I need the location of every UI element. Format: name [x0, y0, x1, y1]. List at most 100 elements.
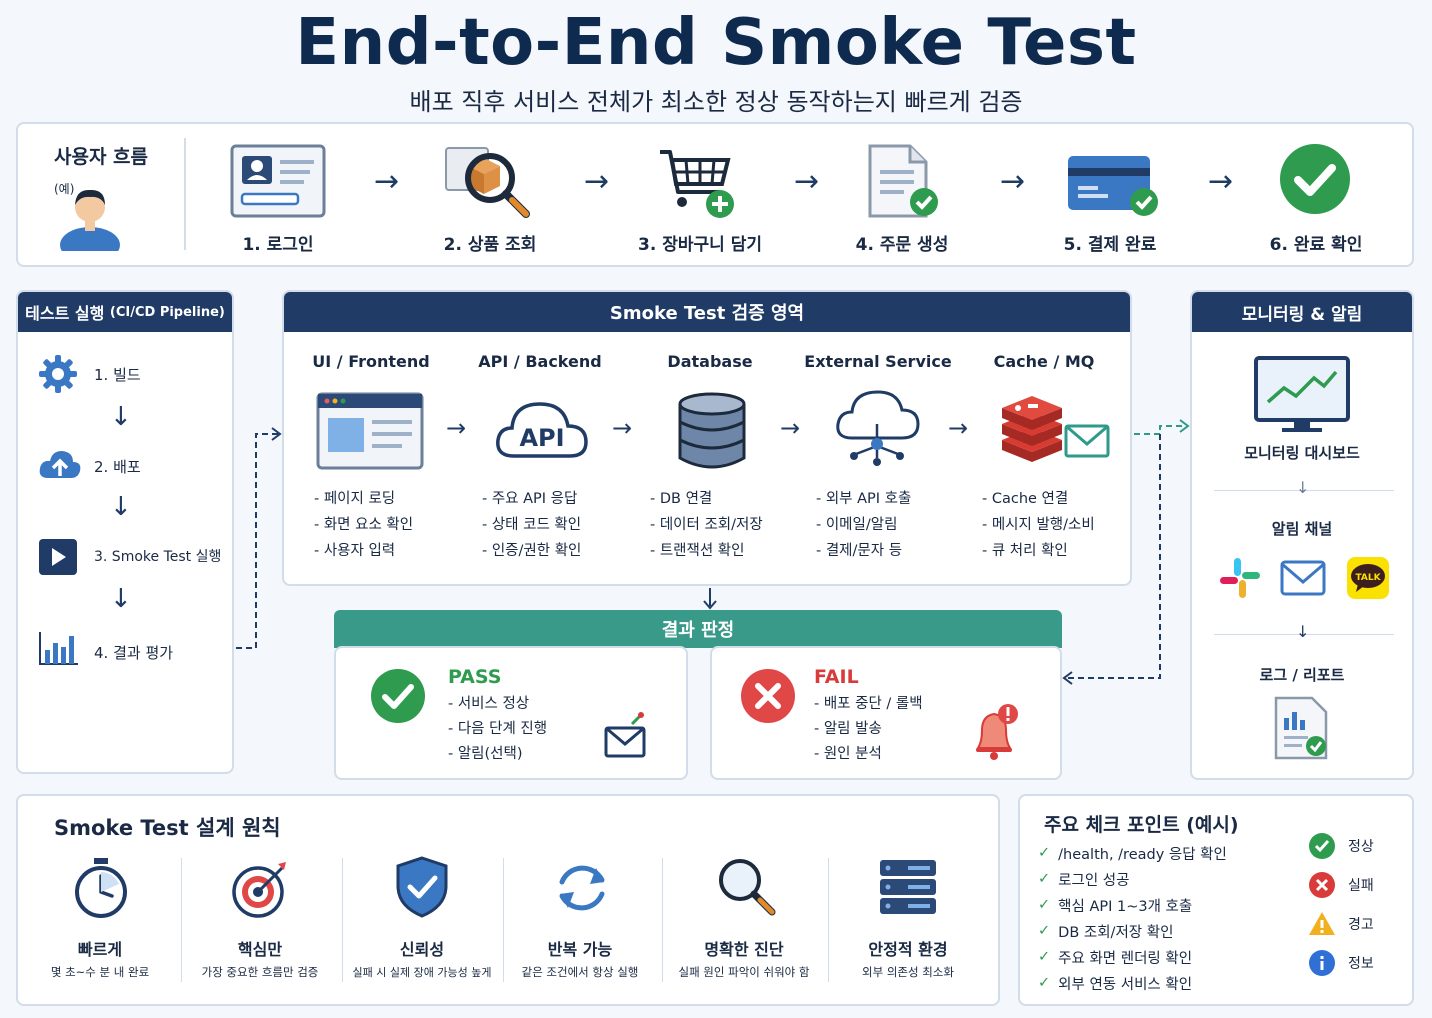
down-arrow: ↓ [110, 492, 132, 522]
user-flow-example: (예) [54, 182, 75, 196]
report-document-icon [1272, 696, 1332, 762]
pipeline-title-suffix: (CI/CD Pipeline) [109, 304, 225, 320]
api-cloud-icon: API [494, 396, 590, 462]
principle-title: 명확한 진단 [704, 940, 784, 959]
payment-card-icon [1066, 154, 1162, 220]
slack-icon [1218, 556, 1262, 600]
down-arrow: ↓ [1296, 478, 1310, 497]
kakaotalk-text: TALK [1355, 573, 1381, 583]
result-title: 결과 판정 [661, 620, 735, 641]
principle-desc: 실패 시 실제 장애 가능성 높게 [352, 966, 492, 979]
flow-arrow: → [1000, 164, 1026, 199]
checkpoints-panel: 주요 체크 포인트 (예시) ✓/health, /ready 응답 확인 ✓로… [1018, 794, 1414, 1006]
category-title: Cache / MQ [993, 352, 1095, 371]
page-subtitle: 배포 직후 서비스 전체가 최소한 정상 동작하는지 빠르게 검증 [409, 88, 1023, 116]
api-icon-text: API [519, 424, 564, 452]
principle-desc: 같은 조건에서 항상 실행 [521, 965, 639, 979]
flow-step-label: 6. 완료 확인 [1269, 235, 1363, 255]
mail-icon [604, 712, 648, 760]
cloud-upload-icon [38, 448, 82, 482]
checkpoint-list: ✓/health, /ready 응답 확인 ✓로그인 성공 ✓핵심 API 1… [1038, 840, 1227, 996]
principle-title: 신뢰성 [399, 940, 445, 959]
checkpoint-item: ✓외부 연동 서비스 확인 [1038, 975, 1193, 993]
flow-arrow: → [446, 414, 467, 442]
legend-item: 정보 [1308, 943, 1374, 982]
stopwatch-icon [72, 856, 130, 918]
pipeline-title: 테스트 실행 [25, 304, 105, 323]
flow-arrow: → [780, 414, 801, 442]
principle-desc: 실패 원인 파악이 쉬워야 함 [678, 965, 810, 979]
browser-window-icon [316, 392, 424, 470]
checkpoint-item: ✓핵심 API 1~3개 호출 [1038, 897, 1193, 915]
principle-title: 안정적 환경 [868, 940, 948, 959]
page-title: End-to-End Smoke Test [295, 6, 1137, 80]
category-title: Database [667, 352, 753, 371]
user-avatar-icon [58, 179, 122, 251]
checkpoint-item: ✓DB 조회/저장 확인 [1038, 923, 1174, 941]
alert-bell-icon [970, 704, 1022, 760]
divider [1214, 634, 1394, 635]
checkpoint-item: ✓로그인 성공 [1038, 871, 1130, 889]
principle-desc: 가장 중요한 흐름만 검증 [201, 965, 319, 979]
fail-x-icon [740, 668, 796, 724]
log-report-label: 로그 / 리포트 [1259, 666, 1345, 684]
category-bullets: - Cache 연결 - 메시지 발행/소비 - 큐 처리 확인 [982, 491, 1095, 559]
separator [828, 858, 829, 982]
flow-step-label: 3. 장바구니 담기 [638, 235, 762, 255]
category-bullets: - 외부 API 호출 - 이메일/알림 - 결제/문자 등 [816, 491, 912, 559]
checkmark-icon: ✓ [1038, 949, 1051, 965]
separator [662, 858, 663, 982]
flow-step-label: 5. 결제 완료 [1063, 235, 1157, 255]
play-icon [38, 538, 78, 576]
flow-arrow: → [948, 414, 969, 442]
bar-chart-icon [38, 630, 80, 666]
fail-bullets: - 배포 중단 / 롤백 - 알림 발송 - 원인 분석 [814, 696, 923, 762]
user-flow-divider [184, 138, 186, 250]
category-title: External Service [804, 352, 952, 371]
verification-panel: Smoke Test 검증 영역 UI / Frontend API / Bac… [282, 290, 1132, 586]
flow-step-label: 2. 상품 조회 [443, 235, 537, 255]
result-header: 결과 판정 [334, 610, 1062, 648]
pass-panel: PASS - 서비스 정상 - 다음 단계 진행 - 알림(선택) [334, 646, 688, 780]
separator [342, 858, 343, 982]
pipeline-step-label: 3. Smoke Test 실행 [94, 549, 222, 565]
dashboard-label: 모니터링 대시보드 [1244, 444, 1360, 462]
legend-item: 실패 [1308, 865, 1374, 904]
shield-check-icon [396, 856, 448, 918]
principle-desc: 몇 초~수 분 내 완료 [50, 965, 150, 979]
kakaotalk-icon: TALK [1346, 556, 1390, 600]
checkmark-icon: ✓ [1038, 975, 1051, 991]
flow-arrow: → [374, 164, 400, 199]
refresh-icon [552, 858, 612, 918]
user-flow-panel: 사용자 흐름 (예) [16, 122, 1414, 267]
order-document-icon [866, 144, 946, 222]
checkmark-icon: ✓ [1038, 897, 1051, 913]
flow-step-label: 1. 로그인 [242, 235, 314, 255]
pass-bullets: - 서비스 정상 - 다음 단계 진행 - 알림(선택) [448, 696, 548, 762]
checkpoints-title: 주요 체크 포인트 (예시) [1044, 814, 1239, 836]
checkpoint-item: ✓/health, /ready 응답 확인 [1038, 845, 1227, 863]
info-icon [1308, 949, 1336, 977]
pipeline-step-label: 2. 배포 [94, 458, 141, 476]
cloud-network-icon [834, 388, 920, 472]
pass-check-icon [370, 668, 426, 724]
server-icon [878, 858, 938, 916]
status-legend: 정상 실패 경고 정보 [1308, 826, 1374, 982]
monitoring-panel: 모니터링 & 알림 모니터링 대시보드 ↓ 알림 채널 TALK [1190, 290, 1414, 780]
down-arrow: ↓ [110, 402, 132, 432]
monitoring-header: 모니터링 & 알림 [1192, 292, 1412, 332]
fail-panel: FAIL - 배포 중단 / 롤백 - 알림 발송 - 원인 분석 [710, 646, 1062, 780]
principle-title: 핵심만 [237, 940, 283, 959]
checkmark-icon: ✓ [1038, 871, 1051, 887]
divider [1214, 490, 1394, 491]
category-bullets: - 주요 API 응답 - 상태 코드 확인 - 인증/권한 확인 [482, 491, 582, 559]
category-title: UI / Frontend [312, 352, 430, 371]
checkmark-icon: ✓ [1038, 845, 1051, 861]
category-title: API / Backend [478, 352, 602, 371]
pipeline-step-label: 4. 결과 평가 [94, 644, 174, 662]
principles-panel: Smoke Test 설계 원칙 [16, 794, 1000, 1006]
user-flow-title: 사용자 흐름 [54, 146, 149, 168]
pipeline-header: 테스트 실행 (CI/CD Pipeline) [18, 292, 232, 332]
check-circle-icon [1278, 142, 1352, 216]
principle-title: 반복 가능 [547, 940, 613, 959]
